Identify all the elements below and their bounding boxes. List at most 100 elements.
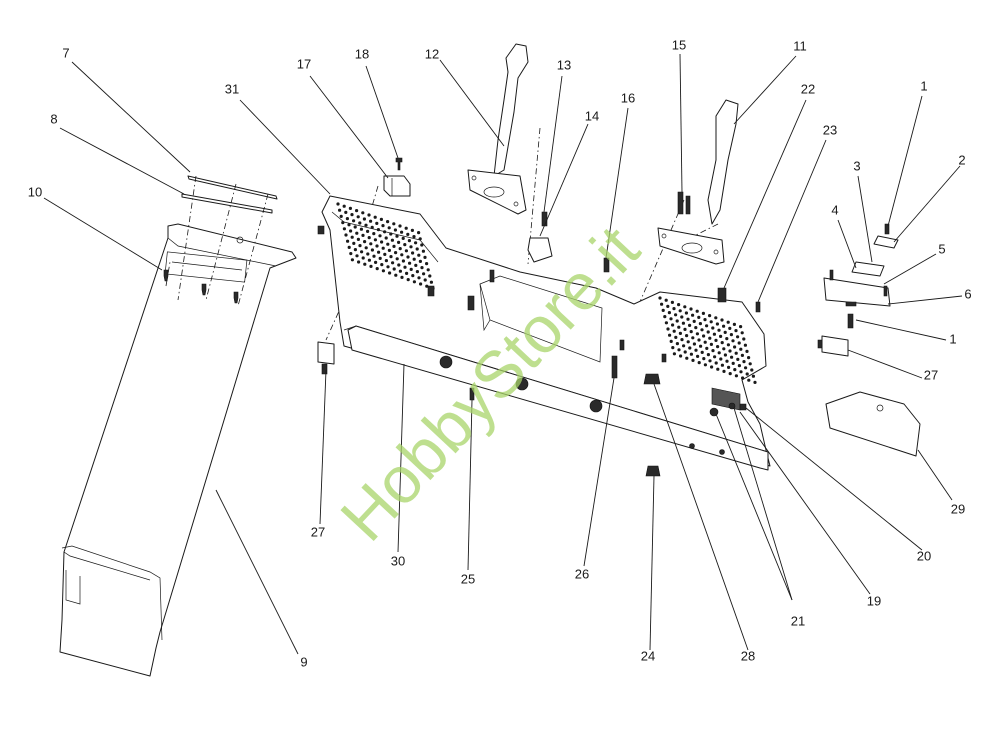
vent-hole bbox=[672, 307, 676, 311]
vent-hole bbox=[377, 250, 381, 254]
vent-hole bbox=[395, 234, 399, 238]
vent-hole bbox=[353, 225, 357, 229]
vent-hole bbox=[394, 273, 398, 277]
vent-hole bbox=[356, 237, 360, 241]
part-11-handle bbox=[657, 99, 739, 265]
vent-hole bbox=[352, 219, 356, 223]
vent-hole bbox=[740, 353, 745, 357]
vent-hole bbox=[350, 235, 354, 239]
vent-hole bbox=[702, 357, 706, 361]
part-13-bolt bbox=[541, 211, 548, 227]
callout-22: 22 bbox=[801, 81, 815, 96]
vent-hole bbox=[705, 324, 709, 328]
vent-hole bbox=[426, 268, 430, 272]
vent-hole bbox=[751, 374, 756, 378]
vent-hole bbox=[414, 263, 418, 267]
vent-hole bbox=[418, 259, 422, 263]
vent-hole bbox=[698, 322, 703, 326]
part-23-screw bbox=[755, 301, 761, 313]
vent-hole bbox=[706, 353, 711, 357]
vent-hole bbox=[717, 351, 721, 355]
vent-hole bbox=[417, 231, 421, 235]
vent-hole bbox=[414, 241, 418, 245]
vent-hole bbox=[740, 331, 744, 335]
vent-hole bbox=[415, 247, 419, 251]
vent-hole bbox=[423, 255, 427, 259]
vent-hole bbox=[742, 337, 746, 341]
vent-hole bbox=[346, 239, 350, 243]
vent-hole bbox=[417, 276, 421, 280]
callout-8: 8 bbox=[50, 111, 57, 126]
callout-26: 26 bbox=[575, 566, 589, 581]
part-24-grommet bbox=[645, 465, 661, 477]
vent-hole bbox=[658, 296, 662, 300]
vent-hole bbox=[700, 350, 704, 354]
vent-hole bbox=[400, 230, 404, 234]
vent-hole bbox=[370, 248, 374, 252]
vent-hole bbox=[372, 232, 376, 236]
vent-hole bbox=[706, 330, 710, 334]
part-29-side-plate bbox=[825, 391, 921, 457]
vent-hole bbox=[358, 244, 362, 248]
callout-1-top: 1 bbox=[920, 78, 927, 93]
vent-hole bbox=[361, 233, 365, 237]
vent-hole bbox=[392, 267, 396, 271]
vent-hole bbox=[675, 319, 679, 323]
vent-hole bbox=[373, 215, 377, 219]
vent-hole bbox=[739, 347, 743, 351]
vent-hole bbox=[686, 340, 690, 344]
vent-hole bbox=[381, 246, 385, 250]
vent-hole bbox=[745, 349, 749, 353]
callout-6: 6 bbox=[964, 286, 971, 301]
vent-hole bbox=[403, 265, 407, 269]
vent-hole bbox=[419, 282, 423, 286]
vent-hole bbox=[689, 330, 693, 334]
vent-hole bbox=[702, 334, 706, 338]
vent-hole bbox=[695, 309, 699, 313]
vent-hole bbox=[674, 335, 678, 339]
vent-hole bbox=[405, 271, 409, 275]
vent-hole bbox=[338, 208, 342, 212]
vent-hole bbox=[393, 228, 397, 232]
part-15-bolts bbox=[677, 191, 691, 215]
vent-hole bbox=[695, 332, 700, 336]
vent-hole bbox=[739, 370, 743, 374]
vent-hole bbox=[347, 245, 351, 249]
part-14-bracket bbox=[527, 237, 553, 263]
vent-hole bbox=[713, 355, 717, 359]
vent-hole bbox=[689, 352, 694, 356]
callout-10: 10 bbox=[28, 184, 42, 199]
vent-hole bbox=[745, 372, 749, 376]
vent-hole bbox=[367, 258, 371, 262]
vent-hole bbox=[747, 378, 751, 382]
callout-4: 4 bbox=[831, 202, 838, 217]
vent-hole bbox=[420, 243, 424, 247]
vent-hole bbox=[381, 224, 385, 228]
vent-hole bbox=[361, 211, 365, 215]
vent-hole bbox=[353, 248, 357, 252]
vent-hole bbox=[341, 221, 345, 225]
vent-hole bbox=[720, 318, 724, 322]
vent-hole bbox=[719, 334, 723, 338]
vent-hole bbox=[727, 365, 731, 369]
vent-hole bbox=[679, 354, 683, 358]
vent-hole bbox=[677, 348, 681, 352]
vent-hole bbox=[683, 350, 687, 354]
vent-hole bbox=[359, 227, 363, 231]
vent-hole bbox=[370, 225, 374, 229]
vent-hole bbox=[733, 345, 737, 349]
vent-hole bbox=[711, 326, 715, 330]
vent-hole bbox=[697, 315, 701, 319]
vent-hole bbox=[691, 336, 695, 340]
vent-hole bbox=[729, 333, 734, 337]
vent-hole bbox=[708, 314, 712, 318]
vent-hole bbox=[731, 339, 735, 343]
vent-hole bbox=[750, 368, 754, 372]
vent-hole bbox=[400, 253, 404, 257]
vent-hole bbox=[728, 372, 732, 376]
vent-hole bbox=[386, 265, 390, 269]
callout-20: 20 bbox=[917, 548, 931, 563]
vent-hole bbox=[398, 269, 402, 273]
vent-hole bbox=[661, 308, 665, 312]
